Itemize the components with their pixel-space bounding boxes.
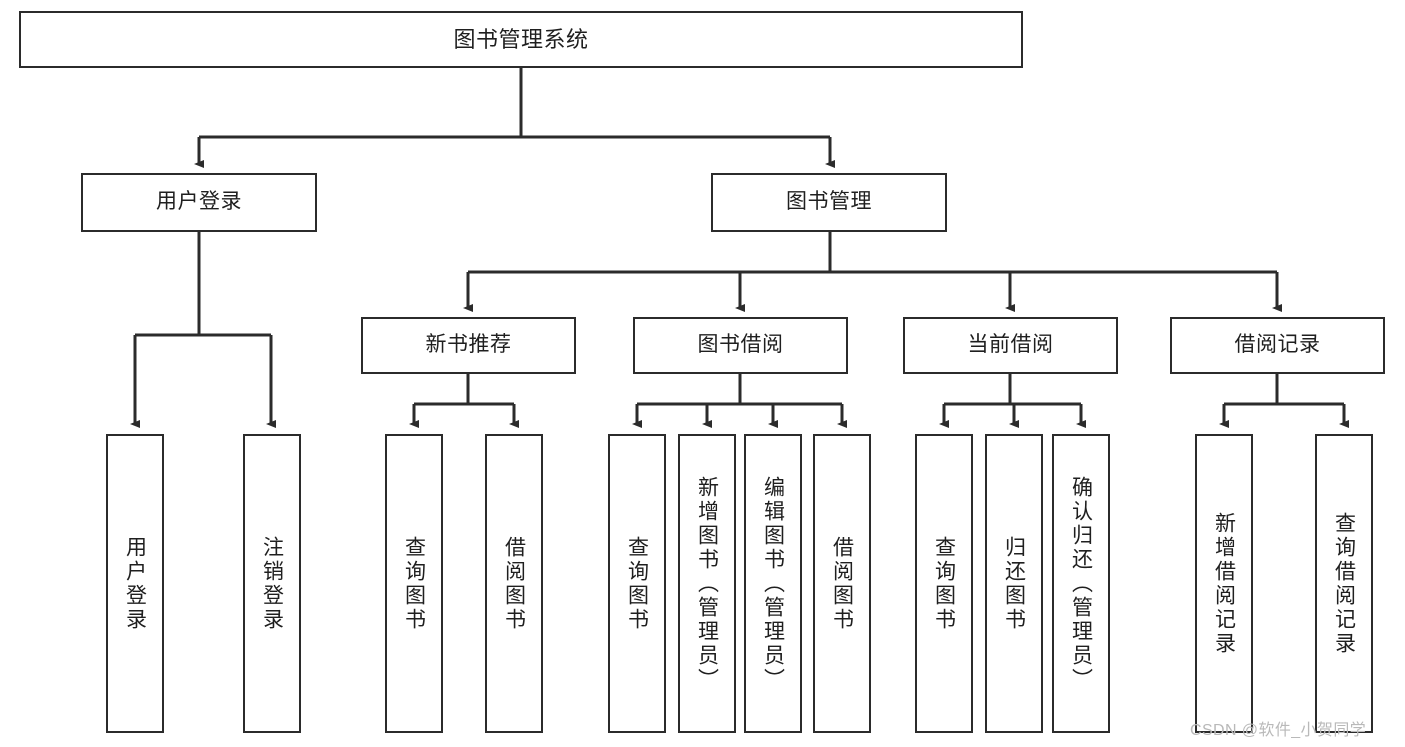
node-label: 查询图书: [932, 535, 956, 632]
node-label: 借阅图书: [502, 535, 526, 632]
node-label: 编辑图书（管理员）: [761, 475, 785, 692]
node-label: 用户登录: [123, 535, 147, 632]
leaf-query-record[interactable]: 查询借阅记录: [1315, 434, 1373, 733]
leaf-return-book[interactable]: 归还图书: [985, 434, 1043, 733]
leaf-confirm-return[interactable]: 确认归还（管理员）: [1052, 434, 1110, 733]
node-new-book-recommend[interactable]: 新书推荐: [361, 317, 576, 374]
node-label: 查询图书: [402, 535, 426, 632]
leaf-user-logout[interactable]: 注销登录: [243, 434, 301, 733]
leaf-add-book[interactable]: 新增图书（管理员）: [678, 434, 736, 733]
node-label: 归还图书: [1002, 535, 1026, 632]
node-book-borrow[interactable]: 图书借阅: [633, 317, 848, 374]
node-label: 图书借阅: [697, 333, 784, 357]
node-label: 注销登录: [260, 535, 284, 632]
leaf-user-login[interactable]: 用户登录: [106, 434, 164, 733]
leaf-edit-book[interactable]: 编辑图书（管理员）: [744, 434, 802, 733]
node-user-login[interactable]: 用户登录: [81, 173, 317, 232]
leaf-borrow-book-2[interactable]: 借阅图书: [813, 434, 871, 733]
node-root-system[interactable]: 图书管理系统: [19, 11, 1023, 68]
node-label: 借阅记录: [1234, 333, 1321, 357]
node-label: 图书管理系统: [453, 26, 589, 52]
leaf-query-book-3[interactable]: 查询图书: [915, 434, 973, 733]
leaf-borrow-book-1[interactable]: 借阅图书: [485, 434, 543, 733]
node-current-borrow[interactable]: 当前借阅: [903, 317, 1118, 374]
node-label: 借阅图书: [830, 535, 854, 632]
node-label: 新增图书（管理员）: [695, 475, 719, 692]
leaf-query-book-1[interactable]: 查询图书: [385, 434, 443, 733]
node-label: 确认归还（管理员）: [1069, 475, 1093, 692]
node-label: 图书管理: [786, 190, 872, 214]
node-label: 查询借阅记录: [1332, 511, 1356, 656]
node-label: 新增借阅记录: [1212, 511, 1236, 656]
leaf-query-book-2[interactable]: 查询图书: [608, 434, 666, 733]
node-label: 查询图书: [625, 535, 649, 632]
watermark: CSDN @软件_小贺同学: [1190, 722, 1367, 739]
node-label: 新书推荐: [425, 333, 512, 357]
node-borrow-record[interactable]: 借阅记录: [1170, 317, 1385, 374]
node-book-manage[interactable]: 图书管理: [711, 173, 947, 232]
node-label: 当前借阅: [967, 333, 1054, 357]
node-label: 用户登录: [156, 190, 242, 214]
leaf-add-record[interactable]: 新增借阅记录: [1195, 434, 1253, 733]
